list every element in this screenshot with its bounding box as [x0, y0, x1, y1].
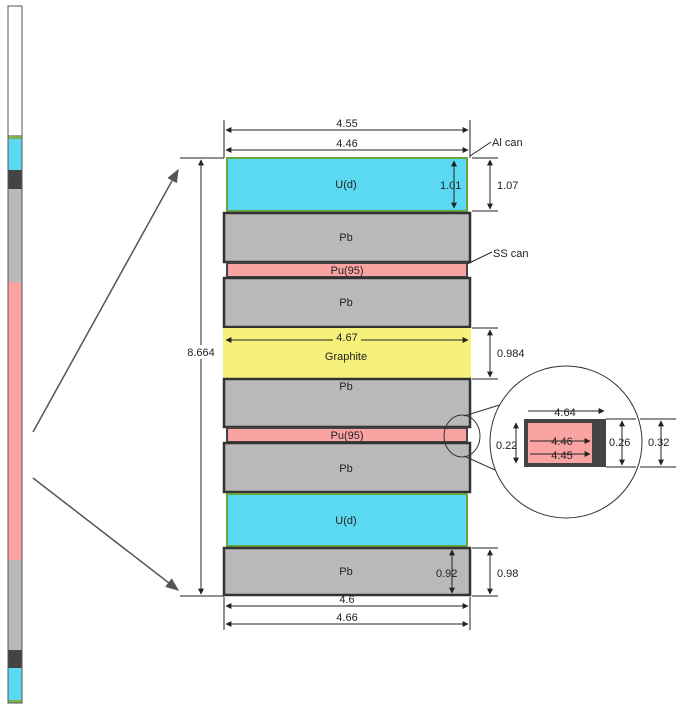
layer-uranium-top — [226, 157, 468, 212]
layer-lead-5 — [222, 546, 472, 597]
full-column — [7, 5, 23, 704]
dim-graphite-height: 0.984 — [497, 348, 525, 360]
column-segment-uranium-bottom — [8, 668, 22, 700]
ss-can-label: SS can — [493, 248, 528, 260]
layer-lead-2 — [222, 276, 472, 329]
top-dimensions — [223, 120, 471, 158]
column-segment-al-can — [8, 136, 22, 139]
dim-pb-inner: 0.92 — [436, 568, 457, 580]
layer-stack — [222, 157, 472, 597]
dim-graphite-width: 4.67 — [336, 332, 357, 344]
dim-detail-right-height: 0.32 — [648, 437, 669, 449]
label-pb-3: Pb — [339, 381, 352, 393]
column-segment-uranium-top — [8, 139, 22, 170]
al-can-label: Al can — [492, 137, 523, 149]
dim-ud-inner: 1.01 — [440, 180, 461, 192]
dim-detail-mid-width: 4.46 — [551, 436, 572, 448]
label-ud-top: U(d) — [335, 179, 356, 191]
layer-lead-4 — [222, 441, 472, 494]
column-segment-dark-bottom — [8, 650, 22, 668]
label-pb-4: Pb — [339, 463, 352, 475]
column-segment-al-can-bottom — [8, 700, 22, 703]
dim-detail-mid-height: 0.26 — [609, 437, 630, 449]
dim-bottom-inner: 4.6 — [339, 594, 354, 606]
label-pu-top: Pu(95) — [330, 265, 363, 277]
column-segment-empty — [7, 5, 23, 137]
label-pb-5: Pb — [339, 566, 352, 578]
label-pb-1: Pb — [339, 232, 352, 244]
expand-arrow-top — [32, 168, 179, 433]
layer-uranium-bottom — [226, 493, 468, 547]
dim-bottom-outer: 4.66 — [336, 612, 357, 624]
dim-detail-left-height: 0.22 — [496, 440, 517, 452]
al-can-leader — [469, 141, 492, 157]
column-segment-lead-top — [8, 189, 22, 282]
column-segment-plutonium — [8, 282, 22, 560]
dim-total-height: 8.664 — [187, 347, 215, 359]
label-ud-bottom: U(d) — [335, 515, 356, 527]
column-outline — [7, 5, 23, 704]
label-pu-bottom: Pu(95) — [330, 430, 363, 442]
column-segment-dark-top — [8, 170, 22, 189]
dim-top-outer: 4.55 — [336, 118, 357, 130]
dim-ud-outer: 1.07 — [497, 180, 518, 192]
expand-arrow-bottom — [32, 477, 180, 591]
dim-detail-inner-width: 4.45 — [551, 450, 572, 462]
detail-source-ellipse — [443, 414, 481, 458]
dim-pb-outer: 0.98 — [497, 568, 518, 580]
dim-detail-outer-width: 4.64 — [554, 407, 575, 419]
column-segment-lead-bottom — [8, 560, 22, 650]
detail-plutonium — [528, 423, 592, 463]
ss-can-leader — [466, 251, 493, 265]
label-graphite: Graphite — [325, 351, 367, 363]
dim-top-inner: 4.46 — [336, 138, 357, 150]
label-pb-2: Pb — [339, 297, 352, 309]
detail-zoom: 4.64 4.46 4.45 0.22 0.26 0.32 — [443, 365, 676, 519]
layer-labels: U(d) Pb Pu(95) Pb Graphite Pb Pu(95) Pb … — [325, 179, 367, 578]
